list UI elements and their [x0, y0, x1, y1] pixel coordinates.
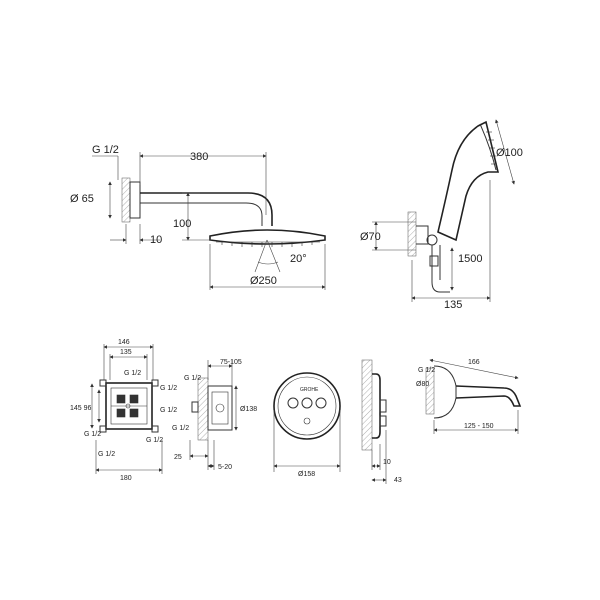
hand-shower-view: Ø100 Ø70 1500 135: [360, 119, 523, 311]
body-side-view: 75-105 Ø138 G 1/2 G 1/2 25 5-20: [172, 359, 257, 471]
spout-rosette-icon: [433, 365, 457, 419]
box-outlet-label: G 1/2: [98, 451, 115, 458]
box-inlet-bottom-label: G 1/2: [146, 437, 163, 444]
flange-depth-label: 10: [150, 234, 162, 246]
hand-shower-icon: [437, 120, 500, 242]
head-diameter-label: Ø250: [250, 275, 277, 287]
plate-wall-icon: [361, 359, 373, 451]
arm-drop-label: 100: [173, 218, 191, 230]
body-finish-label: 5-20: [218, 464, 232, 471]
flange-icon: [129, 181, 141, 219]
bath-spout-view: 166 G 1/2 Ø80 125 - 150: [416, 358, 522, 434]
shower-head-icon: [209, 229, 326, 245]
body-offset-label: 25: [174, 454, 182, 461]
tilt-angle-label: 20°: [290, 253, 307, 265]
shower-arm-icon: [140, 192, 273, 226]
body-outlet-label: G 1/2: [172, 425, 189, 432]
cover-plate-front-view: GROHE Ø158: [273, 372, 341, 478]
brand-label: GROHE: [300, 387, 319, 393]
hose-icon: [431, 245, 450, 293]
box-width-inner-label: 135: [120, 349, 132, 356]
plate-offset-label: 43: [394, 477, 402, 484]
box-inlet-left-label: G 1/2: [84, 431, 101, 438]
mounting-box-front-view: 146 135 G 1/2 G 1/2 G 1/2 G 1/2 G 1/2 G …: [70, 339, 177, 482]
control-button-2-icon: [301, 397, 313, 409]
spout-thread-label: G 1/2: [418, 367, 435, 374]
cover-plate-icon: [273, 372, 341, 440]
head-wall-icon: [121, 177, 131, 223]
control-button-3-icon: [315, 397, 327, 409]
body-inlet-label: G 1/2: [184, 375, 201, 382]
box-height-label: 145 96: [70, 405, 92, 412]
body-diameter-label: Ø138: [240, 406, 257, 413]
mounting-box-icon: [105, 382, 153, 430]
body-wall-icon: [197, 377, 209, 441]
flange-diameter-label: Ø 65: [70, 193, 94, 205]
arm-length-label: 380: [190, 151, 208, 163]
hand-diameter-label: Ø100: [496, 147, 523, 159]
control-button-1-icon: [287, 397, 299, 409]
g-half-label: G 1/2: [92, 144, 119, 156]
box-width-outer-label: 146: [118, 339, 130, 346]
spout-length-label: 166: [468, 359, 480, 366]
box-inlet-top-label: G 1/2: [124, 370, 141, 377]
box-inlet-right-label: G 1/2: [160, 385, 177, 392]
plate-diameter-label: Ø158: [298, 471, 315, 478]
box-outlet-right-label: G 1/2: [160, 407, 177, 414]
hand-reach-label: 135: [444, 299, 462, 311]
plate-depth-label: 10: [383, 459, 391, 466]
cover-plate-side-view: 10 43: [361, 359, 402, 484]
valve-body-icon: [207, 385, 233, 431]
box-bottom-width-label: 180: [120, 475, 132, 482]
hand-wall-icon: [407, 211, 417, 257]
bracket-diameter-label: Ø70: [360, 231, 381, 243]
hose-length-label: 1500: [458, 253, 482, 265]
spout-rosette-label: Ø80: [416, 381, 429, 388]
spout-wall-icon: [425, 367, 435, 415]
spout-range-label: 125 - 150: [464, 423, 494, 430]
body-depth-label: 75-105: [220, 359, 242, 366]
spout-icon: [455, 385, 522, 407]
head-shower-view: 380 G 1/2 Ø 65 10 100 20° Ø250: [70, 144, 326, 290]
